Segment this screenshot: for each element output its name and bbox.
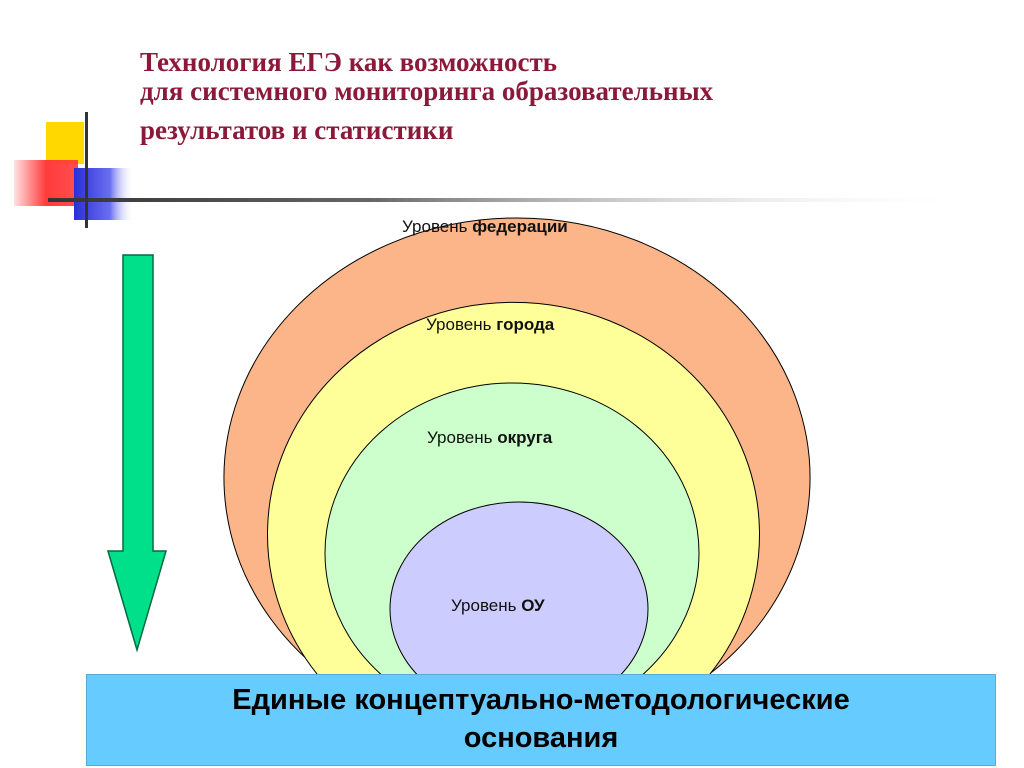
title-line-3: результатов и статистики bbox=[140, 115, 454, 146]
deco-horizontal-line bbox=[48, 198, 968, 202]
level-federation-prefix: Уровень bbox=[402, 217, 473, 236]
level-city-prefix: Уровень bbox=[426, 315, 497, 334]
title-line-2: для системного мониторинга образовательн… bbox=[140, 76, 714, 107]
level-district-label: Уровень округа bbox=[427, 428, 552, 448]
slide-title: Технология ЕГЭ как возможность для систе… bbox=[140, 47, 1000, 146]
foundation-banner-text: Единые концептуально-методологические ос… bbox=[232, 684, 850, 754]
level-district-prefix: Уровень bbox=[427, 428, 498, 447]
deco-yellow-square bbox=[46, 122, 84, 164]
level-school-prefix: Уровень bbox=[451, 596, 522, 615]
level-district-name: округа bbox=[497, 428, 553, 447]
title-line-1: Технология ЕГЭ как возможность bbox=[140, 47, 558, 77]
level-school-name: ОУ bbox=[521, 596, 545, 615]
down-arrow-icon bbox=[106, 254, 168, 653]
deco-vertical-line bbox=[85, 112, 88, 228]
deco-blue-block bbox=[74, 168, 134, 220]
levels-diagram bbox=[223, 217, 811, 724]
level-federation-name: федерации bbox=[472, 217, 568, 236]
foundation-banner: Единые концептуально-методологические ос… bbox=[86, 674, 996, 766]
level-city-name: города bbox=[496, 315, 555, 334]
level-city-label: Уровень города bbox=[426, 315, 554, 335]
level-federation-label: Уровень федерации bbox=[402, 217, 568, 237]
level-school-label: Уровень ОУ bbox=[451, 596, 545, 616]
